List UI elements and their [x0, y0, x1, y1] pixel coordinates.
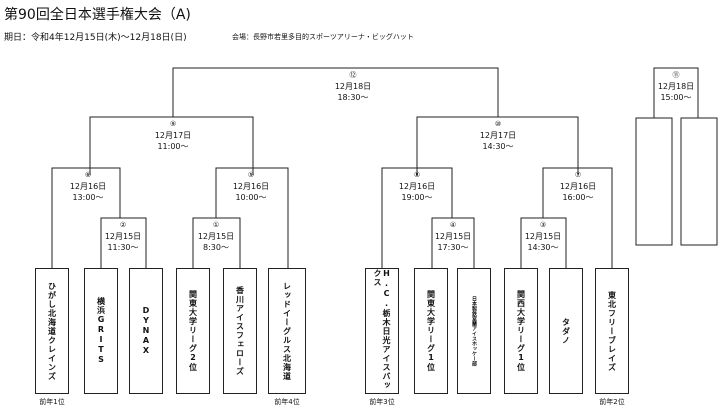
bracket-line-m4	[431, 217, 475, 268]
bracket-line-m3	[520, 217, 567, 268]
bracket-line-m12	[172, 67, 499, 98]
team-box: タダノ	[549, 268, 583, 394]
bracket-line-m1	[192, 217, 241, 268]
team-box: 日本製鉄室蘭アイスホッケー部	[457, 268, 491, 394]
m11-slot-left	[635, 117, 673, 246]
team-box: 関西大学リーグ1位	[504, 268, 538, 394]
event-venue: 会場：長野市若里多目的スポーツアリーナ・ビッグハット	[232, 33, 414, 41]
team-box: レッドイーグルス北海道	[268, 268, 306, 394]
bracket-line-m8	[381, 167, 453, 268]
team-box: 横浜GRITS	[84, 268, 118, 394]
event-period: 期日：令和4年12月15日(木)〜12月18日(日)	[4, 33, 187, 43]
bracket-line-m6	[51, 167, 121, 268]
team-box: DYNAX	[129, 268, 163, 394]
team-box: H.C.栃木日光アイスバックス	[365, 268, 399, 394]
team-box: 関東大学リーグ1位	[414, 268, 448, 394]
team-box: 香川アイスフェローズ	[223, 268, 257, 394]
bracket-line-m11	[653, 67, 699, 118]
m11-slot-right	[680, 117, 718, 246]
team-note: 前年3位	[369, 398, 395, 406]
team-box: ひがし北海道クレインズ	[35, 268, 69, 394]
bracket-line-m9	[89, 116, 254, 175]
team-note: 前年4位	[274, 398, 300, 406]
page-title: 第90回全日本選手権大会（A)	[4, 7, 191, 23]
bracket-line-m5	[215, 167, 289, 268]
team-note: 前年2位	[599, 398, 625, 406]
team-box: 東北フリーブレイズ	[595, 268, 629, 394]
bracket-line-m7	[542, 167, 613, 268]
bracket-line-m2	[100, 217, 147, 268]
team-note: 前年1位	[39, 398, 65, 406]
team-box: 関東大学リーグ2位	[176, 268, 210, 394]
